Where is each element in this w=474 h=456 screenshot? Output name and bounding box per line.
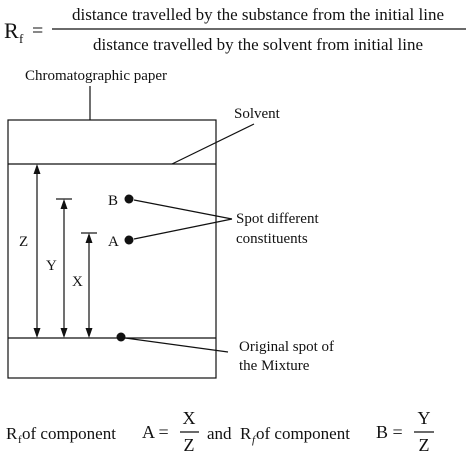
rf-numerator: distance travelled by the substance from… <box>72 5 444 24</box>
rf-a-subscript: f <box>18 434 22 446</box>
arrowhead-down-icon <box>60 328 68 338</box>
spots-label-line2: constituents <box>236 231 308 247</box>
rf-a-equals: A = <box>142 422 169 442</box>
rf-b-numerator: Y <box>418 408 431 428</box>
distance-x-arrow <box>81 232 97 338</box>
spot-b-leader-line <box>133 199 233 220</box>
chromatographic-paper <box>7 119 217 379</box>
rf-a-symbol: R <box>6 424 18 443</box>
arrowhead-up-icon <box>33 164 41 174</box>
rf-denominator: distance travelled by the solvent from i… <box>93 35 423 54</box>
spot-b-dot <box>124 194 134 204</box>
solvent-leader-line <box>171 123 255 165</box>
spot-a-label: A <box>108 234 119 250</box>
rf-b-symbol: R <box>240 424 252 443</box>
distance-y-arrow <box>56 198 72 338</box>
rf-equals-sign: = <box>32 20 43 42</box>
rf-b-subscript: f <box>252 434 257 446</box>
spot-b-label: B <box>108 193 118 209</box>
rf-a-denominator: Z <box>184 435 195 455</box>
origin-leader-line <box>124 337 229 353</box>
distance-y-label: Y <box>46 258 57 274</box>
distance-z-arrow <box>33 164 41 338</box>
arrowhead-down-icon <box>33 328 41 338</box>
rf-a-text: of component <box>22 424 116 443</box>
solvent-label: Solvent <box>234 106 281 122</box>
paper-label: Chromatographic paper <box>25 68 167 84</box>
arrowhead-down-icon <box>85 328 93 338</box>
rf-definition-formula: R f = distance travelled by the substanc… <box>4 5 466 54</box>
distance-x-label: X <box>72 274 83 290</box>
spot-a-dot <box>124 235 134 245</box>
rf-symbol-subscript: f <box>19 31 24 46</box>
and-text: and <box>207 424 232 443</box>
spots-label-line1: Spot different <box>236 211 319 227</box>
rf-a-numerator: X <box>183 408 196 428</box>
arrowhead-up-icon <box>60 199 68 209</box>
origin-mixture-spot <box>116 332 126 342</box>
spot-a-leader-line <box>133 218 233 240</box>
rf-symbol: R <box>4 18 19 43</box>
origin-label-line2: the Mixture <box>239 358 310 374</box>
origin-label-line1: Original spot of <box>239 339 334 355</box>
rf-b-text: of component <box>256 424 350 443</box>
arrowhead-up-icon <box>85 233 93 243</box>
rf-b-denominator: Z <box>419 435 430 455</box>
rf-component-formulas: R f of component A = X Z and R f of comp… <box>6 408 434 455</box>
rf-b-equals: B = <box>376 422 403 442</box>
distance-z-label: Z <box>19 234 28 250</box>
